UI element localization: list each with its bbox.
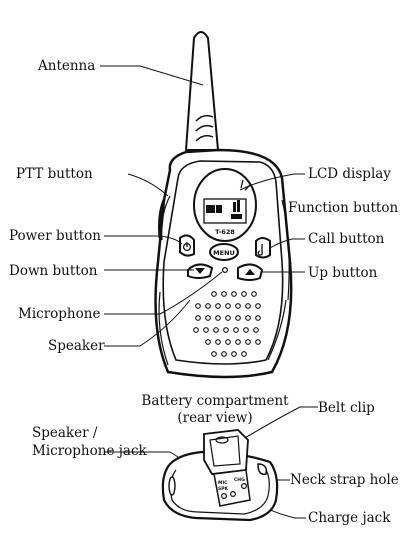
speaker-hole bbox=[251, 291, 257, 297]
speaker-hole bbox=[225, 339, 231, 345]
speaker-hole bbox=[223, 327, 229, 333]
speaker-hole bbox=[205, 339, 211, 345]
antenna-graphic bbox=[185, 31, 219, 151]
speaker-hole bbox=[245, 339, 251, 345]
speaker-hole bbox=[255, 315, 261, 321]
call-button-graphic bbox=[255, 237, 271, 259]
speaker-hole bbox=[235, 303, 241, 309]
speaker-hole bbox=[211, 351, 217, 357]
lcd-display-graphic: T-628 bbox=[193, 168, 257, 242]
speaker-hole bbox=[193, 327, 199, 333]
speaker-hole bbox=[255, 339, 261, 345]
power-button-graphic bbox=[179, 234, 195, 257]
speaker-hole bbox=[225, 303, 231, 309]
label-call-button: Call button bbox=[308, 231, 385, 247]
down-button-graphic bbox=[187, 263, 214, 279]
label-microphone: Microphone bbox=[18, 306, 101, 322]
speaker-hole bbox=[241, 351, 247, 357]
speaker-hole bbox=[215, 339, 221, 345]
menu-label: MENU bbox=[213, 249, 235, 257]
label-charge-jack: Charge jack bbox=[308, 510, 391, 526]
label-neck-strap-hole: Neck strap hole bbox=[290, 472, 399, 488]
rear-view-graphic bbox=[161, 429, 279, 522]
speaker-hole bbox=[205, 315, 211, 321]
speaker-hole bbox=[241, 291, 247, 297]
label-rear-view: (rear view) bbox=[177, 410, 253, 426]
label-down-button: Down button bbox=[9, 263, 98, 279]
speaker-hole bbox=[253, 327, 259, 333]
speaker-hole bbox=[195, 315, 201, 321]
label-function-button: Function button bbox=[288, 200, 399, 216]
label-battery-compartment: Battery compartment bbox=[141, 393, 289, 409]
label-ptt-button: PTT button bbox=[16, 166, 93, 182]
jack-chg-label: CHG bbox=[234, 477, 245, 483]
speaker-hole bbox=[215, 303, 221, 309]
speaker-hole bbox=[245, 303, 251, 309]
speaker-hole bbox=[231, 291, 237, 297]
model-label: T-628 bbox=[215, 228, 235, 236]
speaker-hole bbox=[255, 303, 261, 309]
label-belt-clip: Belt clip bbox=[318, 400, 375, 416]
menu-button-graphic: MENU bbox=[209, 243, 239, 261]
speaker-hole bbox=[221, 291, 227, 297]
speaker-hole bbox=[203, 327, 209, 333]
speaker-hole bbox=[221, 351, 227, 357]
label-speaker: Speaker bbox=[48, 338, 105, 354]
speaker-hole bbox=[225, 315, 231, 321]
microphone-hole-graphic bbox=[221, 266, 229, 274]
speaker-hole bbox=[231, 351, 237, 357]
speaker-hole bbox=[211, 291, 217, 297]
label-speaker-jack-line2: Microphone jack bbox=[32, 443, 147, 459]
label-antenna: Antenna bbox=[38, 58, 96, 74]
speaker-hole bbox=[215, 315, 221, 321]
speaker-hole bbox=[213, 327, 219, 333]
label-up-button: Up button bbox=[308, 265, 378, 281]
speaker-hole bbox=[235, 315, 241, 321]
speaker-hole bbox=[205, 303, 211, 309]
speaker-grille-graphic bbox=[193, 291, 261, 357]
label-lcd-display: LCD display bbox=[308, 166, 391, 182]
jack-labels: MIC SPK CHG bbox=[218, 477, 245, 492]
label-power-button: Power button bbox=[9, 228, 101, 244]
speaker-hole bbox=[233, 327, 239, 333]
jack-spk-label: SPK bbox=[218, 486, 229, 492]
speaker-hole bbox=[235, 339, 241, 345]
jack-mic-label: MIC bbox=[218, 480, 228, 486]
speaker-hole bbox=[195, 303, 201, 309]
label-speaker-jack-line1: Speaker / bbox=[32, 425, 98, 441]
speaker-hole bbox=[245, 315, 251, 321]
up-button-graphic bbox=[237, 263, 264, 281]
speaker-hole bbox=[243, 327, 249, 333]
